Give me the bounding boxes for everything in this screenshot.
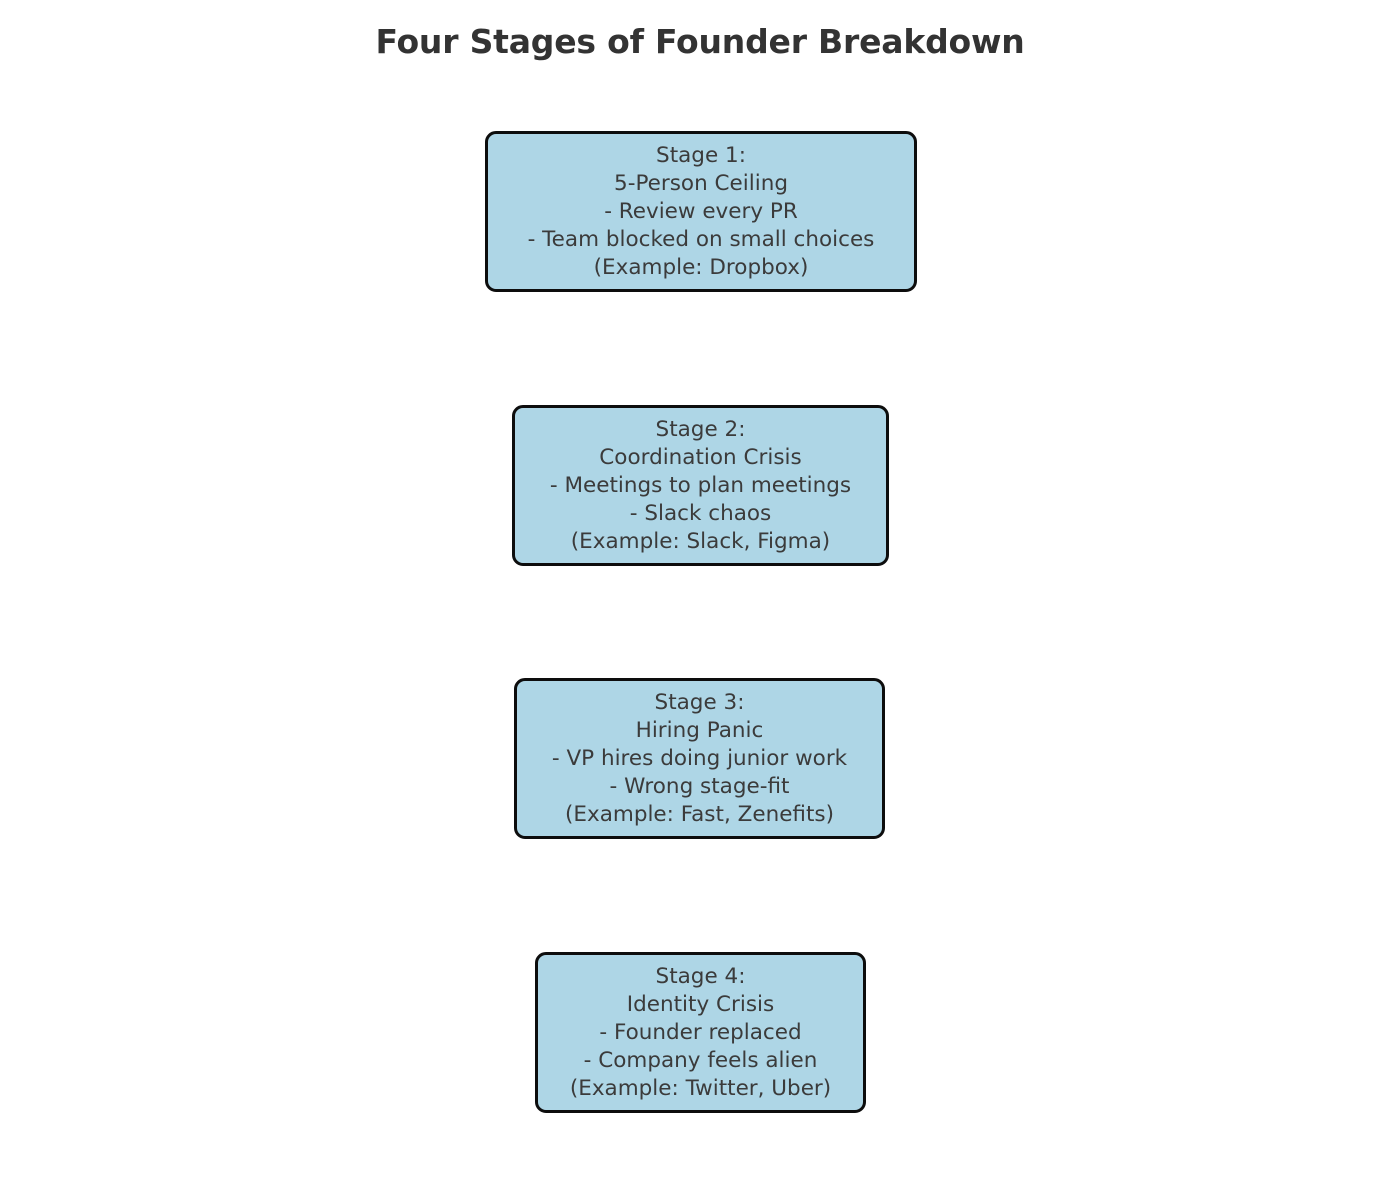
stage-3-name: Hiring Panic [635,717,764,743]
stage-3-bullet-1: - VP hires doing junior work [551,745,848,771]
stage-3-heading: Stage 3: [654,689,745,715]
page-title: Four Stages of Founder Breakdown [375,22,1025,61]
stage-4-bullet-2: - Company feels alien [583,1047,818,1073]
stage-2-bullet-2: - Slack chaos [629,500,772,526]
stage-1-example: (Example: Dropbox) [593,254,809,280]
stage-2-bullet-1: - Meetings to plan meetings [549,472,852,498]
stage-1-bullet-2: - Team blocked on small choices [527,226,875,252]
stage-4-name: Identity Crisis [626,991,775,1017]
stage-2-example: (Example: Slack, Figma) [570,528,831,554]
stage-node-2[interactable]: Stage 2: Coordination Crisis - Meetings … [512,405,889,566]
stage-node-1[interactable]: Stage 1: 5-Person Ceiling - Review every… [485,131,917,292]
stage-4-example: (Example: Twitter, Uber) [569,1075,832,1101]
stage-1-heading: Stage 1: [656,142,746,168]
stage-node-4[interactable]: Stage 4: Identity Crisis - Founder repla… [535,952,866,1113]
stage-2-name: Coordination Crisis [599,444,802,470]
stage-2-heading: Stage 2: [655,416,746,442]
stage-1-bullet-1: - Review every PR [604,198,798,224]
stage-3-bullet-2: - Wrong stage-fit [609,773,790,799]
stage-1-name: 5-Person Ceiling [614,170,788,196]
stage-4-heading: Stage 4: [655,963,746,989]
stage-node-3[interactable]: Stage 3: Hiring Panic - VP hires doing j… [514,678,885,839]
stage-4-bullet-1: - Founder replaced [599,1019,802,1045]
stage-3-example: (Example: Fast, Zenefits) [565,801,834,827]
